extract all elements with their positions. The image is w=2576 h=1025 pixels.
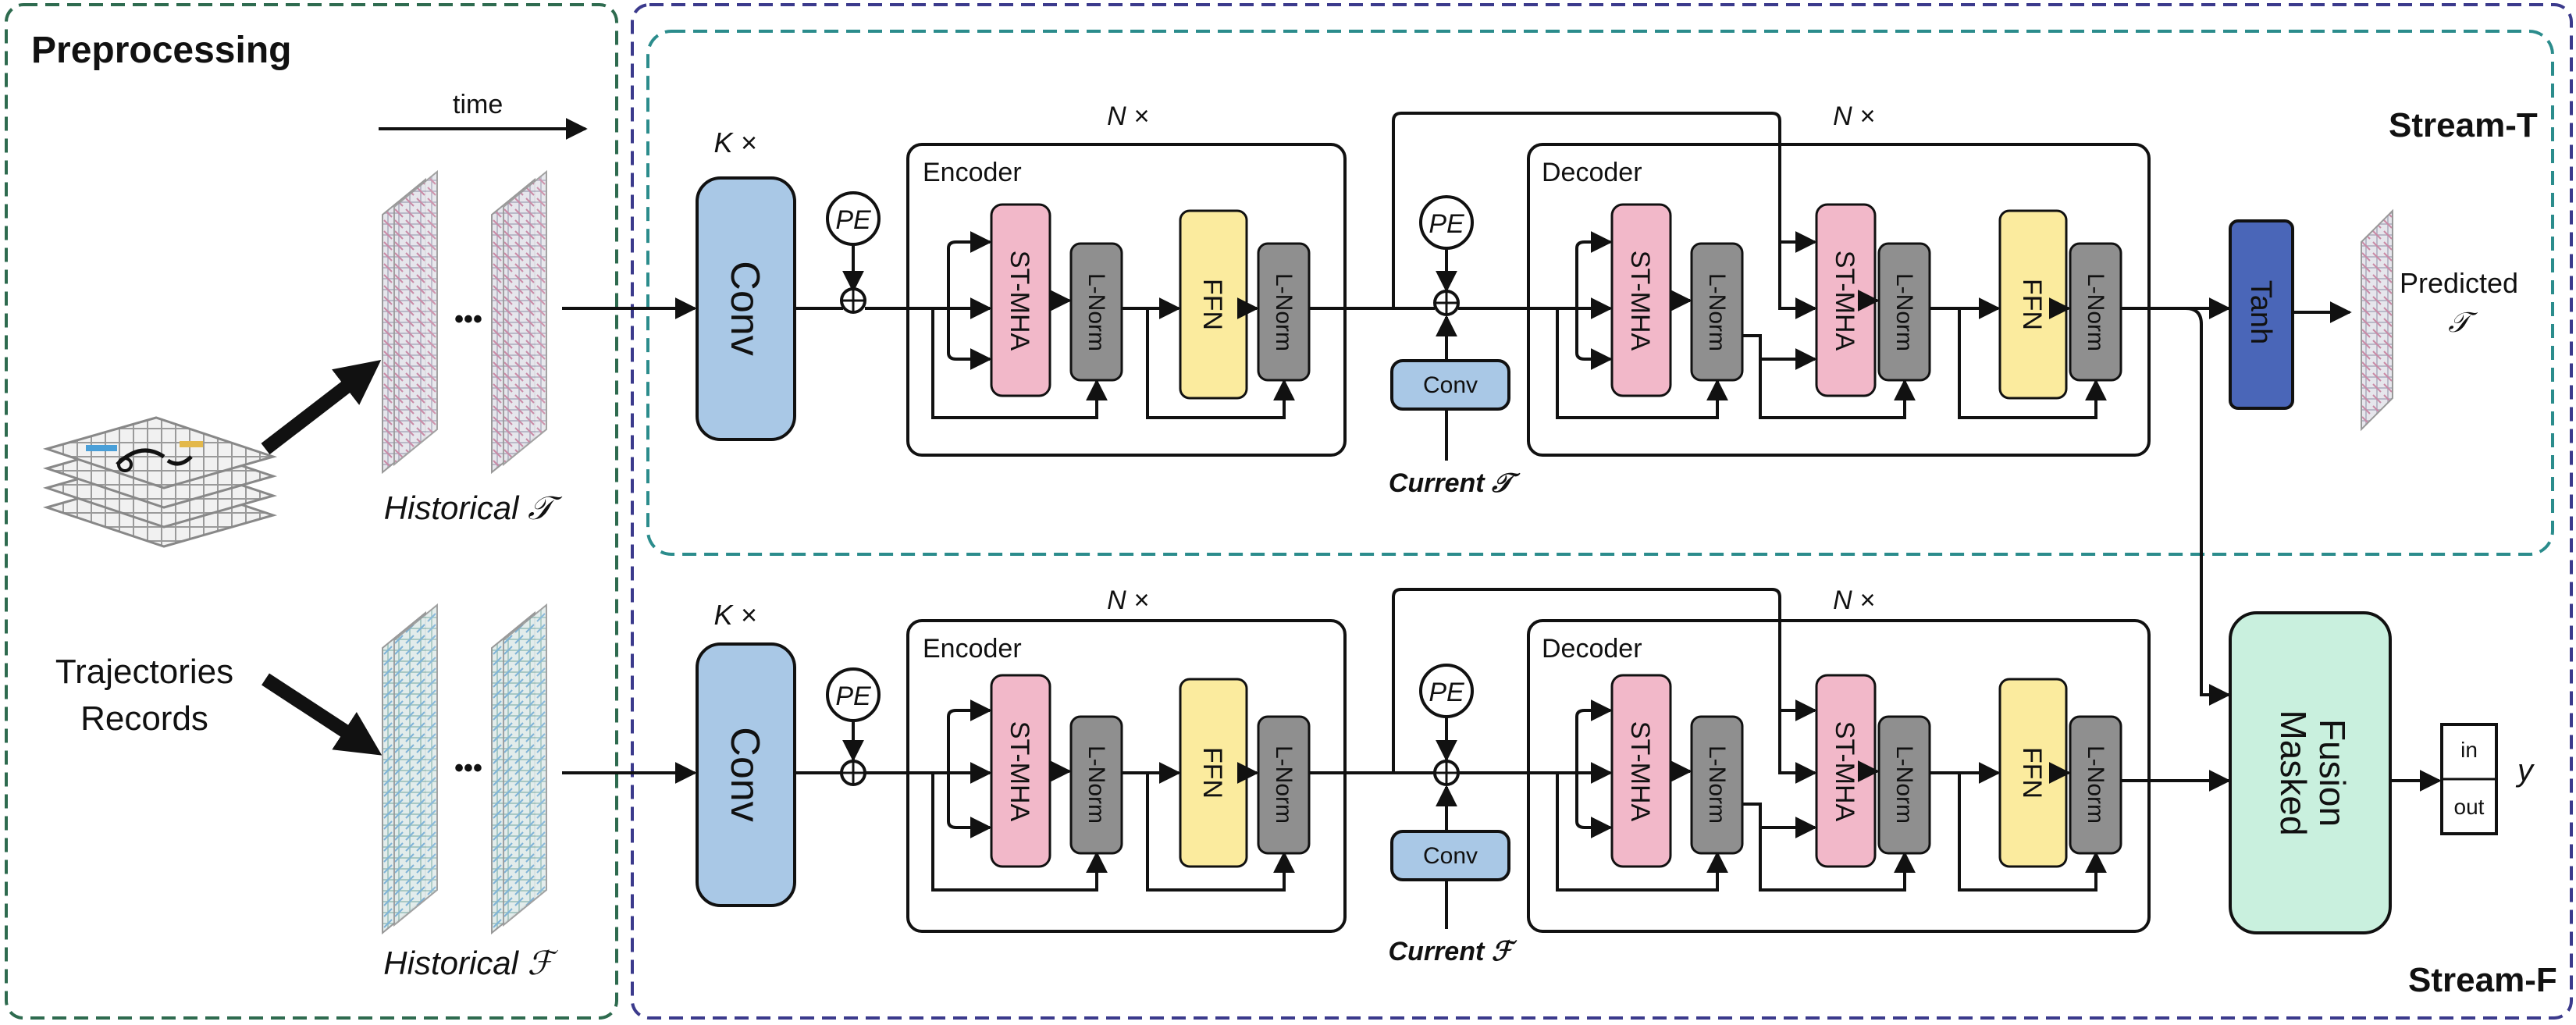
svg-text:ST-MHA: ST-MHA [1830,721,1859,822]
stream-t-current-conv [1390,359,1510,411]
stream-f-k-label: K × [713,599,756,631]
svg-text:PE: PE [1429,678,1464,707]
stream-f-pe-label: PE [835,682,871,711]
stream-t-tanh-block [2229,219,2294,410]
historical-t-frames [382,169,547,475]
output-y-symbol: y [2515,753,2535,788]
masked-fusion-block [2229,611,2392,934]
historical-t-ellipsis: ••• [454,304,482,334]
stream-t-k-label: K × [713,126,756,158]
model-panel [631,3,2573,1020]
stream-f-decoder-lnorm-2 [1877,715,1931,855]
svg-text:L-Norm: L-Norm [1891,273,1917,351]
historical-f-ellipsis: ••• [454,753,482,783]
to-historical-f-arrow [262,673,382,756]
stream-f-encoder-title: Encoder [923,634,1022,664]
svg-text:Conv: Conv [1423,372,1478,398]
stream-t-panel [646,30,2554,556]
svg-text:L-Norm: L-Norm [2083,273,2108,351]
stream-t-decoder-lnorm-3 [2069,242,2122,382]
stream-f-decoder-n: N × [1833,585,1875,615]
records-label-line2: Records [80,699,208,738]
svg-text:L-Norm: L-Norm [1271,746,1297,824]
stream-f-decoder-lnorm-1 [1690,715,1744,855]
stream-t-to-fusion-arrow [2185,307,2231,706]
historical-f-label: Historical ℱ [383,945,558,981]
predicted-label: Predicted [2400,267,2518,299]
stream-f-encoder-n: N × [1107,585,1149,615]
stream-f-title: Stream-F [2408,961,2557,999]
stream-f-encoder-lnorm-1 [1069,715,1123,855]
svg-text:L-Norm: L-Norm [1083,746,1109,824]
stream-t-decoder-box [1527,143,2151,457]
svg-text:PE: PE [1429,209,1464,239]
svg-text:L-Norm: L-Norm [1083,273,1109,351]
stream-f-decoder-title: Decoder [1542,634,1642,664]
svg-text:ST-MHA: ST-MHA [1625,251,1655,351]
output-out-label: out [2454,795,2485,819]
stream-t-cross-attention-link [1309,112,1817,310]
to-historical-t-arrow [261,359,382,455]
stream-f-decoder-lnorm-3 [2069,715,2122,855]
svg-text:Masked: Masked [2273,710,2314,835]
svg-text:ST-MHA: ST-MHA [1830,251,1859,351]
svg-text:FFN: FFN [1197,279,1227,330]
historical-f-frames [382,603,547,935]
svg-text:L-Norm: L-Norm [2083,746,2108,824]
stream-f-conv-block [696,642,796,907]
time-label: time [453,90,503,119]
svg-text:L-Norm: L-Norm [1891,746,1917,824]
stream-t-encoder-lnorm-1 [1069,242,1123,382]
stream-f-encoder-box [906,619,1347,933]
stream-t: K × Conv PE N × Encoder ST-MHA L-Norm FF… [562,101,2518,706]
stream-t-encoder-title: Encoder [923,158,1022,187]
svg-text:ST-MHA: ST-MHA [1005,721,1034,822]
preprocessing-title: Preprocessing [31,30,291,71]
historical-t-label: Historical 𝒯 [384,489,563,526]
svg-text:ST-MHA: ST-MHA [1005,251,1034,351]
svg-text:FFN: FFN [2017,747,2047,799]
stream-t-encoder-lnorm-2 [1257,242,1311,382]
predicted-symbol: 𝒯 [2448,306,2478,338]
records-label-line1: Trajectories [55,653,233,691]
stream-t-decoder-lnorm-1 [1690,242,1744,382]
stream-f-current-conv [1390,830,1510,881]
stream-t-decoder-title: Decoder [1542,158,1642,187]
stream-t-encoder-box [906,143,1347,457]
svg-text:Conv: Conv [1423,843,1478,869]
svg-text:Tanh: Tanh [2244,280,2277,344]
svg-text:FFN: FFN [1197,747,1227,799]
stream-f: K × Conv PE N × Encoder ST-MHA L-Norm FF… [562,585,2535,966]
svg-text:Fusion: Fusion [2312,719,2353,827]
stream-f-cross-attention-link [1309,588,1817,774]
trajectories-map-stack [42,416,278,548]
stream-t-current-label: Current 𝒯 [1389,468,1521,498]
stream-f-encoder-lnorm-2 [1257,715,1311,855]
stream-f-current-label: Current ℱ [1389,937,1517,966]
stream-f-conv-label: Conv [722,727,767,821]
stream-t-conv-label: Conv [722,261,767,355]
output-in-label: in [2460,738,2478,762]
stream-f-decoder-box [1527,619,2151,933]
svg-text:L-Norm: L-Norm [1704,746,1730,824]
svg-text:FFN: FFN [2017,279,2047,330]
predicted-t-frame [2361,208,2393,432]
stream-t-decoder-lnorm-2 [1877,242,1931,382]
stream-t-title: Stream-T [2389,106,2538,144]
preprocessing-panel [5,3,618,1020]
svg-text:L-Norm: L-Norm [1704,273,1730,351]
svg-text:ST-MHA: ST-MHA [1625,721,1655,822]
stream-t-encoder-n: N × [1107,101,1149,131]
svg-text:L-Norm: L-Norm [1271,273,1297,351]
stream-t-decoder-n: N × [1833,101,1875,131]
stream-t-pe-label: PE [835,205,871,235]
